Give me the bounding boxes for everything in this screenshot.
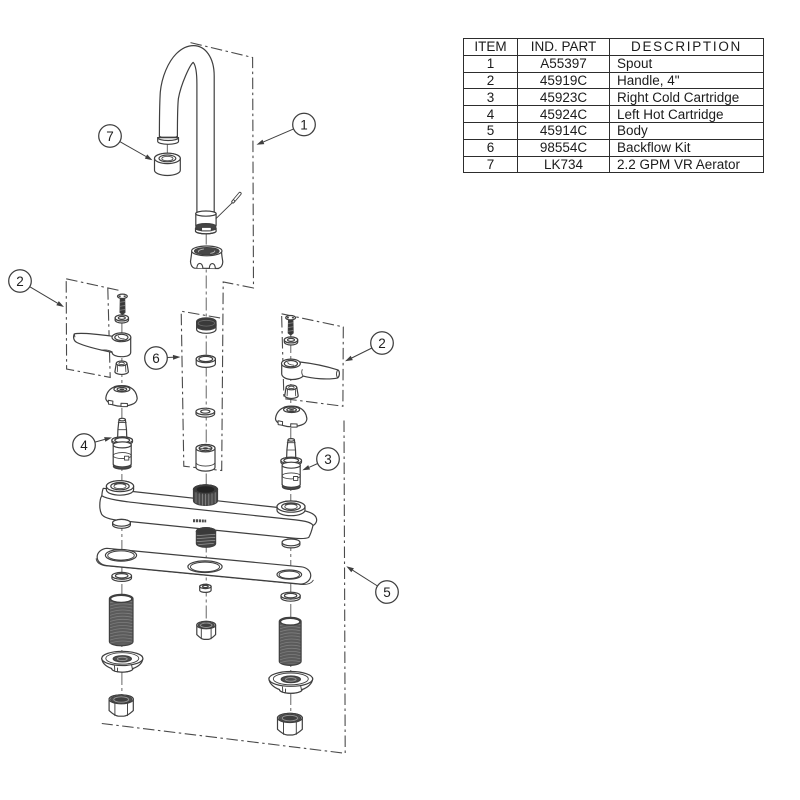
- svg-text:6: 6: [152, 351, 160, 366]
- svg-text:1: 1: [300, 117, 308, 132]
- svg-text:4: 4: [80, 438, 88, 453]
- svg-text:2: 2: [16, 274, 24, 289]
- svg-text:3: 3: [324, 452, 332, 467]
- svg-text:5: 5: [383, 585, 391, 600]
- svg-text:7: 7: [106, 129, 114, 144]
- svg-text:2: 2: [378, 336, 386, 351]
